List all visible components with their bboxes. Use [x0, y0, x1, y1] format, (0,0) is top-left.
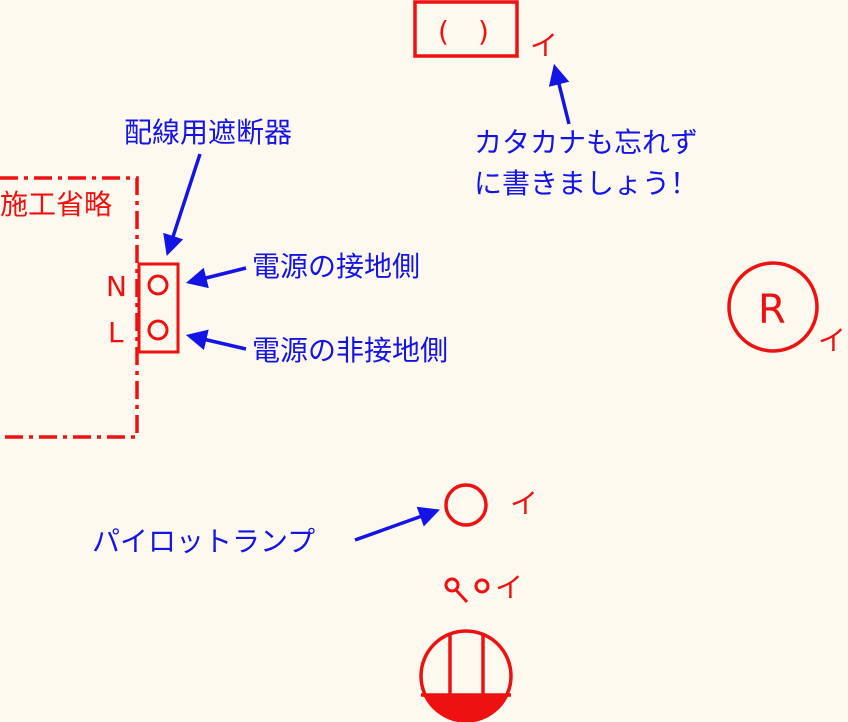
r-switch-mark: イ: [818, 324, 846, 357]
switch-switch-mark: イ: [495, 571, 523, 604]
switch-symbol: イ: [444, 571, 523, 604]
grounded-side-arrow: [185, 266, 247, 289]
box-frame: [413, 0, 519, 58]
r-letter: R: [758, 287, 786, 333]
katakana-note-line1: カタカナも忘れず: [474, 126, 698, 159]
box-paren-close: ): [478, 15, 489, 48]
box-symbol: ( ) イ: [413, 0, 558, 62]
breaker-terminal-block: N L: [106, 262, 180, 354]
pilot-lamp-switch-mark: イ: [510, 487, 538, 520]
omitted-area: 施工省略: [0, 176, 139, 439]
grounded-side-label: 電源の接地側: [252, 250, 420, 283]
terminal-box: [137, 262, 180, 354]
box-switch-mark: イ: [530, 29, 558, 62]
terminal-l: [147, 319, 169, 341]
omitted-label: 施工省略: [0, 188, 112, 221]
annotations: 配線用遮断器 電源の接地側 電源の非接地側 カタカナも忘れず に書きましょう！ …: [92, 63, 698, 558]
panel-symbol: [419, 629, 513, 722]
panel-circle: [419, 629, 513, 722]
breaker-arrow: [163, 153, 202, 256]
pilot-lamp-label: パイロットランプ: [92, 525, 315, 558]
breaker-label: 配線用遮断器: [124, 116, 292, 149]
r-symbol: R イ: [727, 261, 846, 357]
katakana-note-line2: に書きましょう！: [474, 167, 698, 200]
pilot-lamp-circle: [444, 483, 488, 527]
pilot-lamp-arrow: [354, 506, 440, 542]
ungrounded-side-label: 電源の非接地側: [252, 334, 448, 367]
switch-lever: [454, 588, 469, 604]
omitted-boundary: [0, 176, 139, 439]
ungrounded-side-arrow: [185, 329, 247, 351]
r-circle: [727, 261, 819, 353]
terminal-n: [147, 274, 169, 296]
katakana-arrow: [548, 63, 571, 125]
terminal-l-letter: L: [108, 316, 124, 349]
switch-contact-right: [474, 578, 490, 594]
pilot-lamp-symbol: イ: [444, 483, 538, 527]
switch-contact-left: [444, 577, 460, 593]
box-paren-open: (: [438, 15, 449, 48]
terminal-n-letter: N: [106, 270, 127, 303]
